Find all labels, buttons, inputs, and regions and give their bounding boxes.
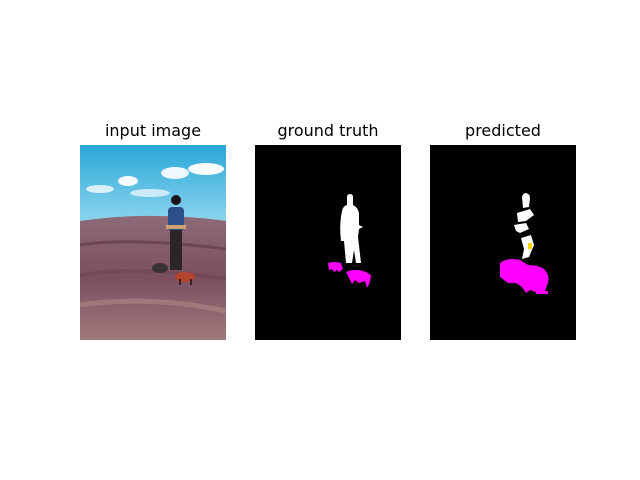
panel-title-predicted: predicted: [465, 121, 541, 140]
person-mask: [340, 194, 363, 263]
person: [171, 195, 181, 205]
dog-pred: [500, 259, 549, 293]
predicted-mask: [430, 145, 576, 340]
misc-pred: [528, 243, 532, 249]
dog-left: [152, 263, 168, 273]
ground-region: [80, 215, 226, 340]
cloud: [118, 176, 138, 186]
sky-region: [80, 145, 226, 225]
input-image: [80, 145, 226, 340]
panel-title-input: input image: [104, 121, 202, 140]
person-pred: [522, 193, 530, 208]
dog-mask-left: [328, 262, 343, 272]
dog-mask-right: [346, 270, 371, 288]
ground-truth-mask: [255, 145, 401, 340]
panel-title-ground-truth: ground truth: [277, 121, 379, 140]
